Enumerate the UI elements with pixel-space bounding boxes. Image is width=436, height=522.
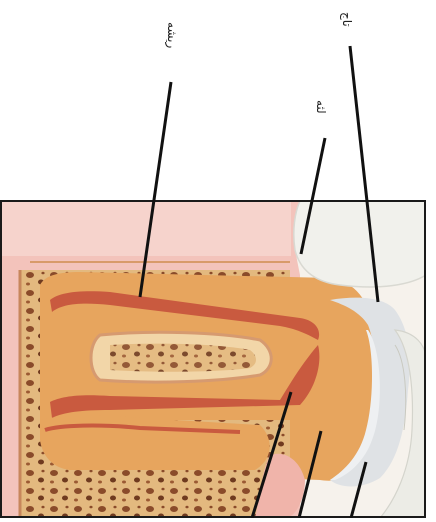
label-root: ریشه (165, 22, 179, 48)
lower-root (40, 416, 270, 470)
label-gum: لثه (314, 100, 328, 114)
label-crown: تاج (340, 12, 354, 27)
adjacent-tooth-top (294, 201, 426, 287)
